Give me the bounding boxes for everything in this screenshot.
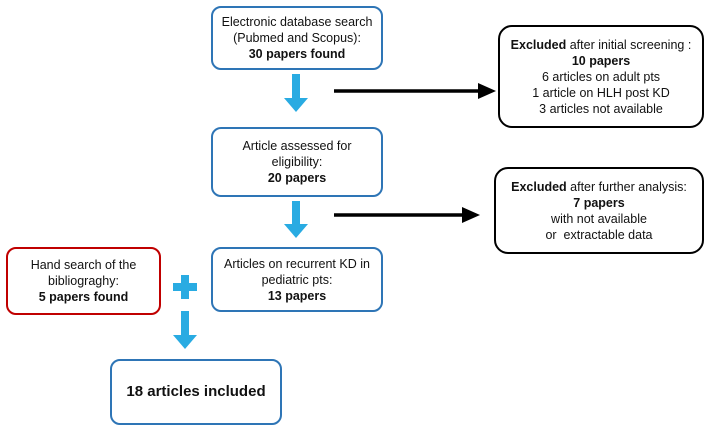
hand-search-box: Hand search of the bibliograghy: 5 paper…: [6, 247, 161, 315]
eligibility-text-2: eligibility:: [271, 155, 323, 169]
recurrent-kd-count: 13 papers: [267, 288, 327, 303]
excluded-initial-box: Excluded after initial screening : 10 pa…: [498, 25, 704, 128]
excluded-further-box: Excluded after further analysis: 7 paper…: [494, 167, 704, 254]
excluded-initial-item: 3 articles not available: [539, 101, 663, 116]
excluded-further-item: or extractable data: [545, 227, 653, 242]
excluded-initial-heading-rest: after initial screening :: [566, 37, 692, 52]
down-arrow-icon: [284, 201, 308, 238]
excluded-further-heading: Excluded after further analysis:: [511, 179, 687, 195]
down-arrow-icon: [284, 74, 308, 112]
excluded-further-heading-bold: Excluded: [511, 179, 567, 194]
recurrent-kd-box: Articles on recurrent KD in pediatric pt…: [211, 247, 383, 312]
database-search-text-2: (Pubmed and Scopus):: [233, 31, 361, 45]
plus-icon: [173, 275, 197, 299]
excluded-initial-item: 1 article on HLH post KD: [532, 85, 670, 100]
right-arrow-icon: [334, 207, 480, 223]
database-search-count: 30 papers found: [248, 47, 346, 61]
hand-search-count: 5 papers found: [38, 290, 129, 304]
excluded-initial-count: 10 papers: [571, 53, 631, 68]
excluded-further-heading-rest: after further analysis:: [566, 179, 687, 194]
excluded-initial-heading-bold: Excluded: [510, 37, 567, 52]
right-arrow-icon: [334, 83, 496, 99]
excluded-initial-item: 6 articles on adult pts: [541, 69, 661, 84]
database-search-box: Electronic database search (Pubmed and S…: [211, 6, 383, 70]
included-label: 18 articles included: [126, 383, 266, 400]
included-box: 18 articles included: [110, 359, 282, 425]
eligibility-box: Article assessed for eligibility: 20 pap…: [211, 127, 383, 197]
excluded-further-item: with not available: [551, 211, 647, 226]
database-search-text-1: Electronic database search: [221, 15, 373, 29]
eligibility-count: 20 papers: [267, 171, 327, 185]
recurrent-kd-text-2: pediatric pts:: [261, 272, 333, 287]
eligibility-text-1: Article assessed for: [242, 139, 352, 153]
hand-search-text-1: Hand search of the: [30, 258, 137, 272]
down-arrow-icon: [173, 311, 197, 349]
excluded-further-count: 7 papers: [573, 195, 625, 210]
recurrent-kd-text-1: Articles on recurrent KD in: [224, 256, 370, 271]
hand-search-text-2: bibliograghy:: [48, 274, 119, 288]
excluded-initial-heading: Excluded after initial screening :: [511, 37, 692, 53]
